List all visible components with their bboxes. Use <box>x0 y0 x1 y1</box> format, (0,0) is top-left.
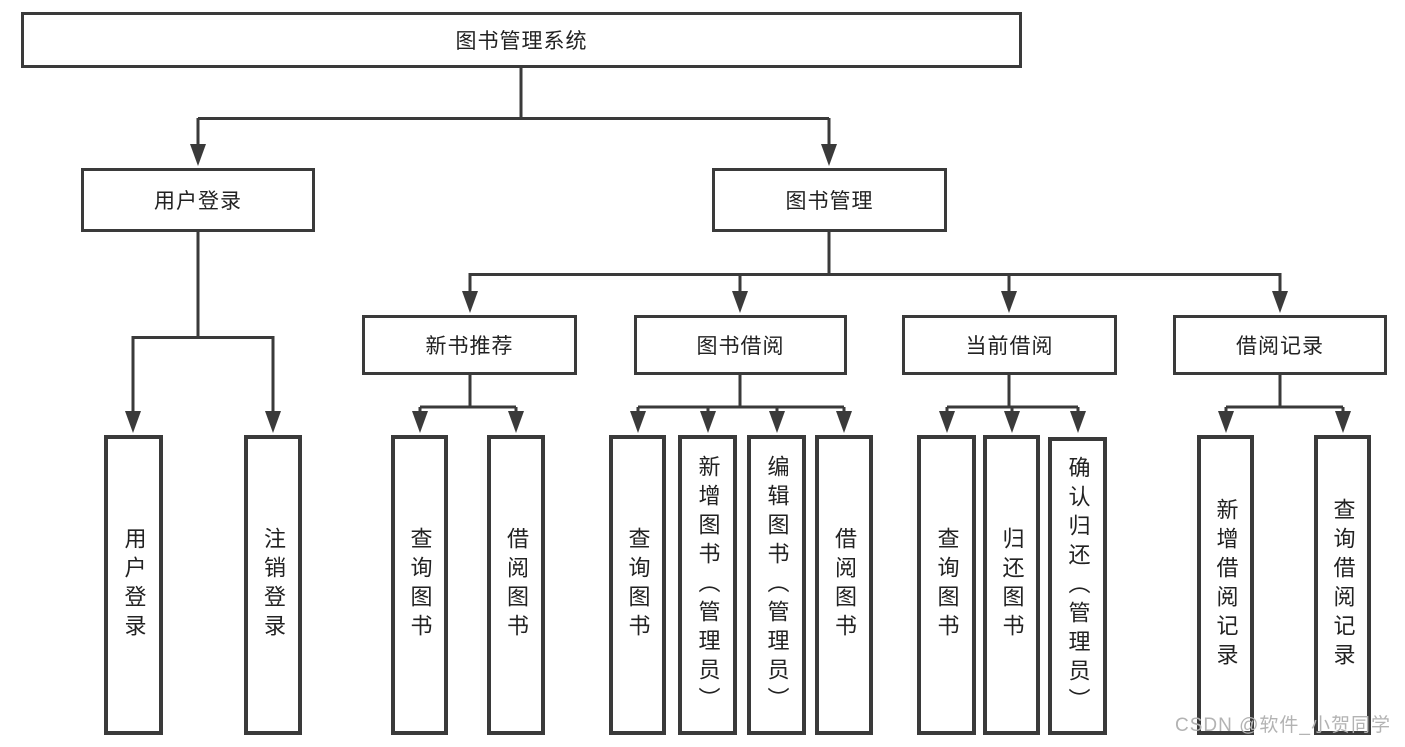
node-book-borrowing-label: 图书借阅 <box>696 335 785 358</box>
arrow-down-icon <box>836 411 852 433</box>
arrow-down-icon <box>769 411 785 433</box>
tree-lines <box>131 66 1345 417</box>
leaf-borrow-books-recommend: 借阅图书 <box>487 435 545 735</box>
node-new-book-recommend: 新书推荐 <box>362 315 577 375</box>
csdn-watermark: CSDN @软件_小贺同学 <box>1175 715 1391 736</box>
leaf-user-login: 用户登录 <box>104 435 163 735</box>
leaf-logout-label: 注销登录 <box>261 527 286 643</box>
arrow-down-icon <box>1001 291 1017 313</box>
node-library-system: 图书管理系统 <box>21 12 1022 68</box>
leaf-query-books-recommend: 查询图书 <box>391 435 448 735</box>
node-borrowing-records-label: 借阅记录 <box>1236 335 1324 358</box>
leaf-edit-books-admin: 编辑图书（管理员） <box>747 435 806 735</box>
leaf-query-books-borrow-label: 查询图书 <box>625 527 651 643</box>
leaf-query-books-current-label: 查询图书 <box>934 527 960 643</box>
arrow-down-icon <box>508 411 524 433</box>
leaf-add-books-admin: 新增图书（管理员） <box>678 435 737 735</box>
leaf-return-books-label: 归还图书 <box>999 527 1025 643</box>
leaf-edit-books-admin-label: 编辑图书（管理员） <box>764 454 790 716</box>
leaf-confirm-return-admin: 确认归还（管理员） <box>1048 437 1107 735</box>
leaf-query-books-borrow: 查询图书 <box>609 435 666 735</box>
leaf-query-books-recommend-label: 查询图书 <box>407 527 433 643</box>
node-book-borrowing: 图书借阅 <box>634 315 847 375</box>
node-current-borrowing: 当前借阅 <box>902 315 1117 375</box>
node-user-login-label: 用户登录 <box>154 190 242 213</box>
arrow-down-icon <box>190 144 206 166</box>
arrow-down-icon <box>1335 411 1351 433</box>
node-book-management-label: 图书管理 <box>785 190 874 213</box>
arrow-down-icon <box>412 411 428 433</box>
leaf-query-books-current: 查询图书 <box>917 435 976 735</box>
arrow-down-icon <box>630 411 646 433</box>
arrow-down-icon <box>732 291 748 313</box>
leaf-logout: 注销登录 <box>244 435 302 735</box>
leaf-add-books-admin-label: 新增图书（管理员） <box>695 454 721 716</box>
node-library-system-label: 图书管理系统 <box>455 30 588 53</box>
leaf-add-borrow-record-label: 新增借阅记录 <box>1213 498 1239 672</box>
arrowheads <box>125 144 1351 433</box>
arrow-down-icon <box>821 144 837 166</box>
arrow-down-icon <box>1218 411 1234 433</box>
leaf-user-login-label: 用户登录 <box>121 527 147 643</box>
arrow-down-icon <box>462 291 478 313</box>
arrow-down-icon <box>1004 411 1020 433</box>
arrow-down-icon <box>700 411 716 433</box>
node-current-borrowing-label: 当前借阅 <box>965 335 1054 358</box>
leaf-borrow-books: 借阅图书 <box>815 435 873 735</box>
leaf-borrow-books-label: 借阅图书 <box>832 527 857 643</box>
arrow-down-icon <box>939 411 955 433</box>
node-user-login: 用户登录 <box>81 168 315 232</box>
leaf-query-borrow-record: 查询借阅记录 <box>1314 435 1371 735</box>
node-new-book-recommend-label: 新书推荐 <box>425 335 514 358</box>
leaf-query-borrow-record-label: 查询借阅记录 <box>1330 498 1356 672</box>
node-book-management: 图书管理 <box>712 168 947 232</box>
arrow-down-icon <box>1272 291 1288 313</box>
leaf-add-borrow-record: 新增借阅记录 <box>1197 435 1254 735</box>
node-borrowing-records: 借阅记录 <box>1173 315 1387 375</box>
leaf-return-books: 归还图书 <box>983 435 1040 735</box>
arrow-down-icon <box>1070 411 1086 433</box>
arrow-down-icon <box>265 411 281 433</box>
arrow-down-icon <box>125 411 141 433</box>
leaf-confirm-return-admin-label: 确认归还（管理员） <box>1065 455 1091 717</box>
leaf-borrow-books-recommend-label: 借阅图书 <box>504 527 529 643</box>
